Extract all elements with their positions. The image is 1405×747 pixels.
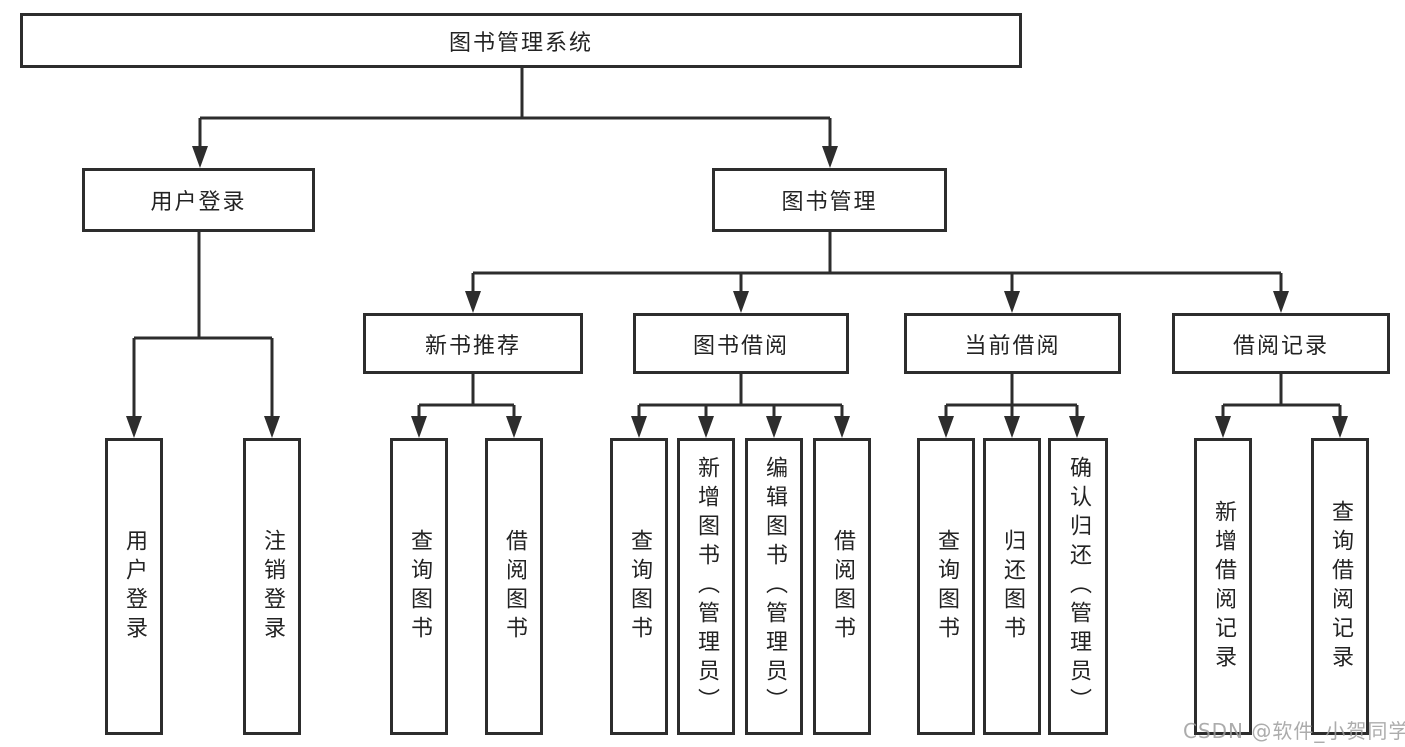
node-label: 编辑图书（管理员） — [762, 456, 787, 717]
leaf-query-borrow-record: 查询借阅记录 — [1311, 438, 1369, 735]
leaf-add-books-admin: 新增图书（管理员） — [677, 438, 735, 735]
leaf-edit-books-admin: 编辑图书（管理员） — [745, 438, 803, 735]
node-label: 图书借阅 — [692, 333, 789, 359]
leaf-confirm-return-admin: 确认归还（管理员） — [1048, 438, 1108, 735]
leaf-query-books-recommend: 查询图书 — [390, 438, 448, 735]
node-label: 当前借阅 — [964, 333, 1061, 359]
leaf-query-books-current: 查询图书 — [917, 438, 975, 735]
node-book-management-branch: 图书管理 — [712, 168, 947, 232]
node-label: 新书推荐 — [424, 333, 521, 359]
node-borrowing-records: 借阅记录 — [1172, 313, 1390, 374]
node-new-book-recommendation: 新书推荐 — [363, 313, 583, 374]
node-label: 查询借阅记录 — [1328, 499, 1353, 674]
node-user-login-branch: 用户登录 — [82, 168, 315, 232]
node-book-borrowing: 图书借阅 — [633, 313, 849, 374]
node-label: 用户登录 — [150, 190, 247, 215]
node-label: 图书管理 — [781, 190, 878, 215]
leaf-query-books-borrowing: 查询图书 — [610, 438, 668, 735]
node-label: 图书管理系统 — [448, 30, 593, 56]
leaf-user-login: 用户登录 — [105, 438, 163, 735]
node-label: 查询图书 — [627, 528, 652, 645]
leaf-borrow-books-recommend: 借阅图书 — [485, 438, 543, 735]
node-label: 注销登录 — [260, 528, 285, 645]
leaf-logout: 注销登录 — [243, 438, 301, 735]
leaf-add-borrow-record: 新增借阅记录 — [1194, 438, 1252, 735]
node-label: 新增图书（管理员） — [694, 456, 719, 717]
node-label: 借阅图书 — [502, 528, 527, 645]
node-label: 确认归还（管理员） — [1066, 456, 1091, 717]
csdn-watermark: CSDN @软件_小贺同学 — [1183, 719, 1405, 743]
node-label: 借阅图书 — [830, 528, 855, 645]
node-label: 借阅记录 — [1232, 333, 1329, 359]
node-label: 用户登录 — [122, 528, 147, 645]
node-label: 查询图书 — [407, 528, 432, 645]
leaf-return-books: 归还图书 — [983, 438, 1041, 735]
node-current-borrowing: 当前借阅 — [904, 313, 1121, 374]
node-label: 归还图书 — [1000, 528, 1025, 645]
node-library-management-system: 图书管理系统 — [20, 13, 1022, 68]
node-label: 查询图书 — [934, 528, 959, 645]
leaf-borrow-books: 借阅图书 — [813, 438, 871, 735]
node-label: 新增借阅记录 — [1211, 499, 1236, 674]
